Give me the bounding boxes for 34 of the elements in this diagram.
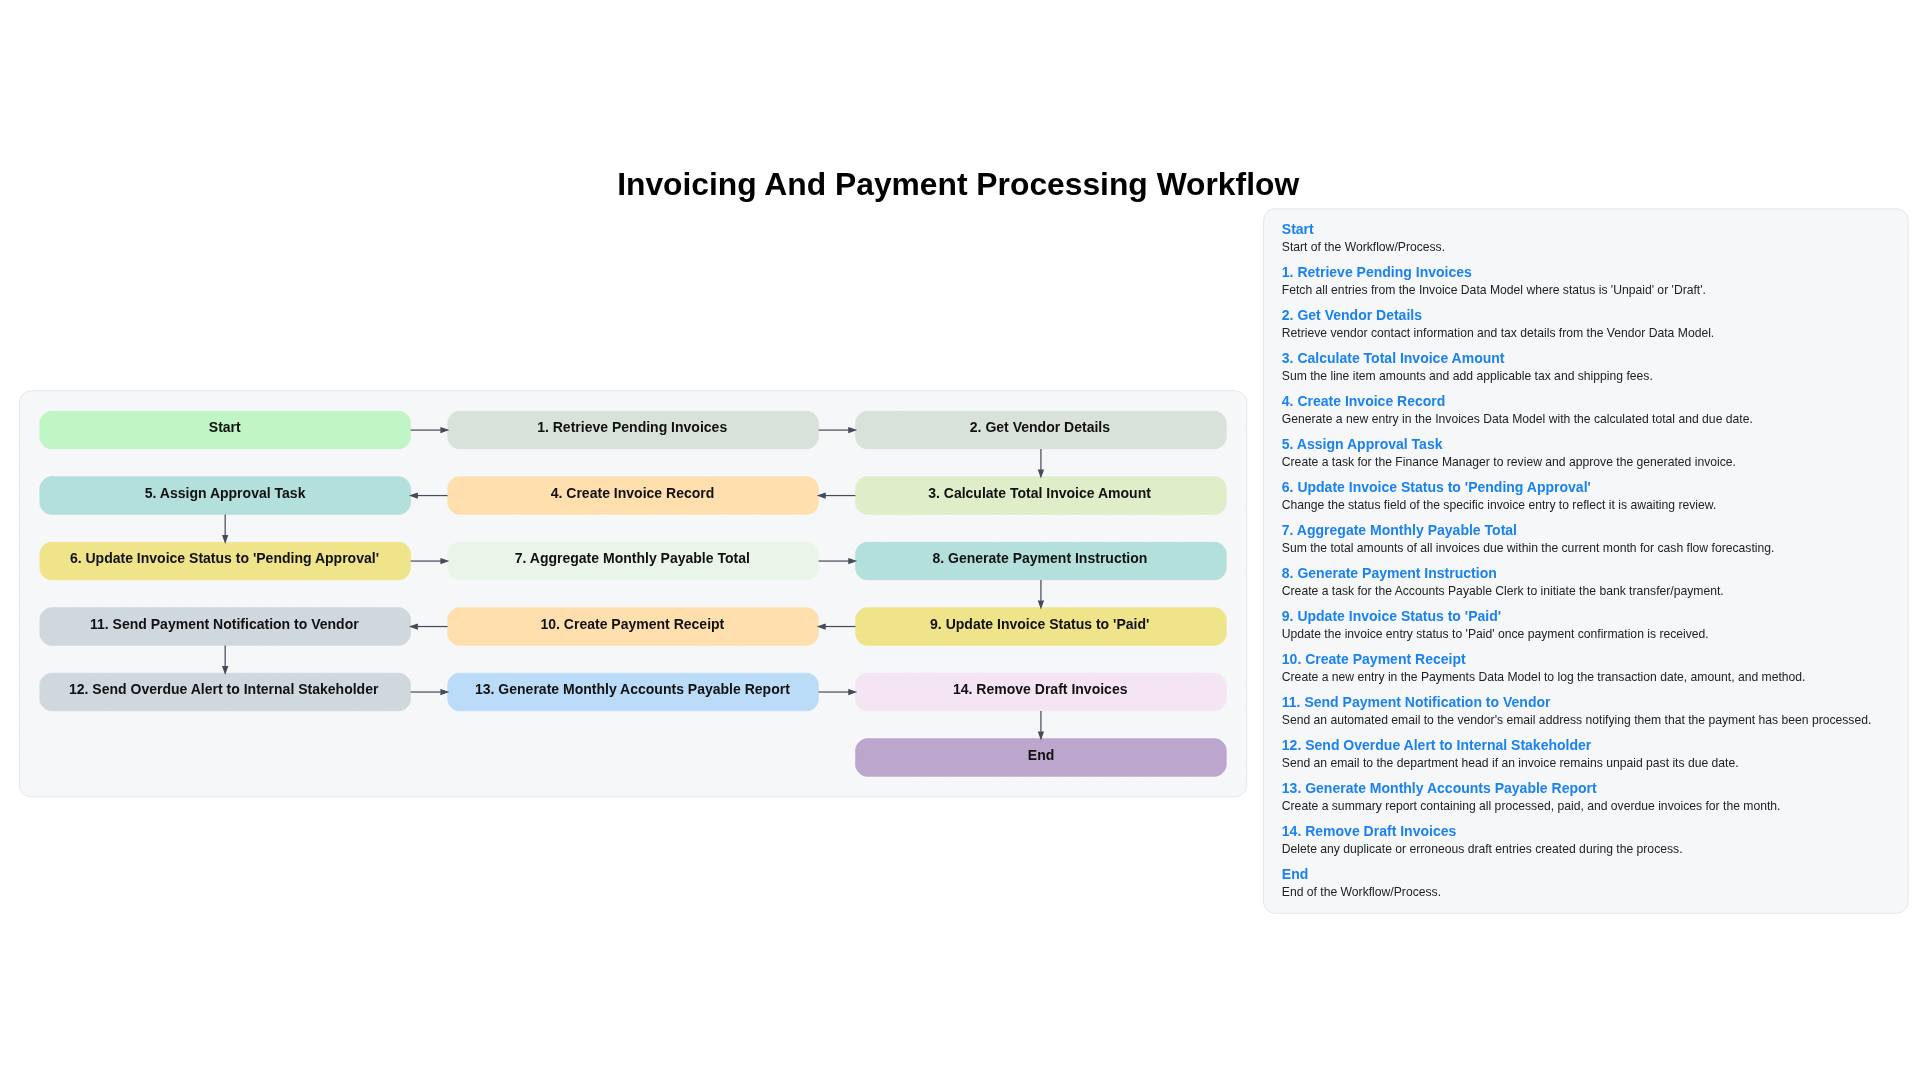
cluster (18, 390, 1248, 798)
node-box: 5. Assign Approval Task (39, 476, 411, 515)
node-box: 4. Create Invoice Record (447, 476, 819, 515)
node-box: 1. Retrieve Pending Invoices (447, 410, 819, 450)
node-box: 9. Update Invoice Status to 'Paid' (855, 607, 1227, 646)
node-box: 14. Remove Draft Invoices (855, 672, 1227, 712)
arrow (816, 623, 857, 630)
node-box: Start Start of the Workflow/Process. 1. Retrieve Pending Invoices Fetch all entries from the Invoice Data Model where status is 'Unpaid' or 'Draft'. 2. Get Vendor Details Retrieve vendor contact information and tax details from the Vendor Data Model. 3. Calculate Total Invoice Amount Sum the line item amounts and add applicable tax and shipping fees. 4. Create Invoice Record Generate a new entry in the Invoices Data Model with the calculated total and due date. 5. Assign Approval Task Create a task for the Finance Manager to review and approve the generated invoice. 6. Update Invoice Status to 'Pending Approval' Change the status field of the specific invoice entry to reflect it is awaiting review. 7. Aggregate Monthly Payable Total Sum the total amounts of all invoices due within the current month for cash flow forecasting. 8. Generate Payment Instruction Create a task for the Accounts Payable Clerk to initiate the bank transfer/payment. 9. Update Invoice Status to 'Paid' Update the invoice entry status to 'Paid' once payment confirmation is received. 10. Create Payment Receipt Create a new entry in the Payments Data Model to log the transaction date, amount, and method. 11. Send Payment Notification to Vendor Send an automated email to the vendor's email address notifying them that the payment has been processed. 12. Send Overdue Alert to Internal Stakeholder Send an email to the department head if an invoice remains unpaid past its due date. 13. Generate Monthly Accounts Payable Report Create a summary report containing all processed, paid, and overdue invoices for the month. 14. Remove Draft Invoices Delete any duplicate or erroneous draft entries created during the process. End End of the Workflow/Process. (1263, 208, 1909, 914)
arrow (410, 557, 450, 565)
arrow (222, 513, 229, 544)
arrow (410, 426, 450, 434)
node-box: 10. Create Payment Receipt (447, 607, 819, 646)
node-box: 3. Calculate Total Invoice Amount (855, 476, 1227, 515)
diagram-title: Invoicing And Payment Processing Workflow (617, 165, 1300, 202)
node-box: 8. Generate Payment Instruction (855, 541, 1227, 581)
arrow (817, 426, 858, 434)
node-box: 13. Generate Monthly Accounts Payable Report (447, 672, 819, 712)
arrow (410, 688, 450, 696)
node-box: Start (39, 410, 411, 450)
node-box: 7. Aggregate Monthly Payable Total (447, 541, 819, 581)
arrow (817, 557, 858, 565)
arrow (817, 688, 858, 696)
arrow (816, 492, 857, 499)
arrow (1037, 579, 1045, 610)
node-box: 6. Update Invoice Status to 'Pending Approval' (39, 541, 411, 581)
arrow (1037, 710, 1045, 741)
arrow (408, 492, 449, 499)
node-box: 12. Send Overdue Alert to Internal Stakeholder (39, 672, 411, 712)
node-box: 11. Send Payment Notification to Vendor (39, 607, 411, 646)
node-box: 2. Get Vendor Details (855, 410, 1227, 450)
node-box: End (855, 738, 1227, 777)
arrow (408, 623, 449, 630)
arrow (222, 644, 229, 675)
arrow (1037, 448, 1045, 479)
